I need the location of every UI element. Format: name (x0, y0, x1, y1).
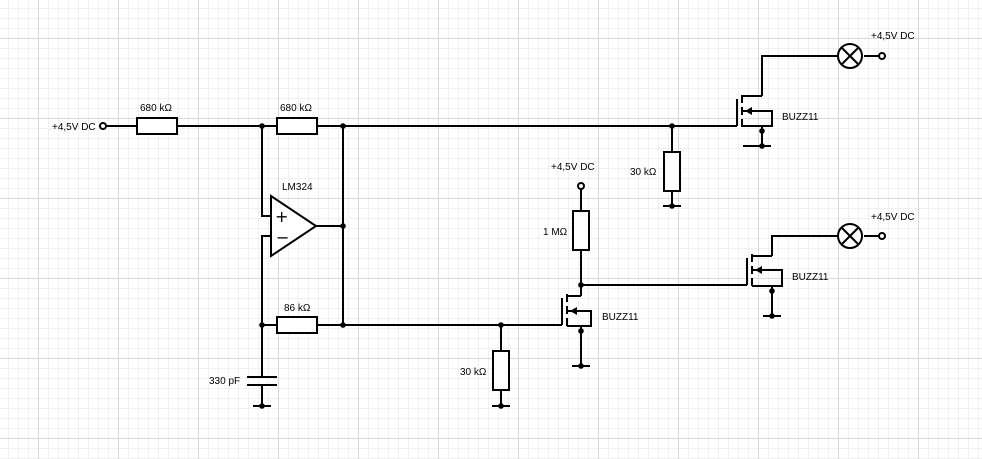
label-r-pulldown-gate3: 30 kΩ (460, 367, 487, 378)
label-r-pullup: 1 MΩ (543, 227, 568, 238)
label-r-feedback-bottom: 86 kΩ (284, 303, 311, 314)
label-opamp: LM324 (282, 182, 313, 193)
label-supply-lamp2: +4,5V DC (871, 212, 915, 223)
label-r-pulldown-gate1: 30 kΩ (630, 167, 657, 178)
mosfet-1 (736, 95, 773, 127)
label-mosfet1: BUZZ11 (782, 112, 819, 123)
terminal-lamp1-supply (878, 52, 886, 60)
label-supply-lamp1: +4,5V DC (871, 31, 915, 42)
lamp-1 (837, 43, 863, 69)
capacitor (247, 376, 277, 386)
resistor-feedback-bottom (276, 316, 318, 334)
terminals (99, 52, 886, 240)
opamp-plus-sign: + (275, 207, 288, 226)
resistor-input (136, 117, 178, 135)
terminal-pullup-supply (577, 182, 585, 190)
label-r-input: 680 kΩ (140, 103, 172, 114)
terminal-input (99, 122, 107, 130)
lamp-2 (837, 223, 863, 249)
mosfet-2 (746, 254, 783, 287)
resistor-pulldown-gate3 (492, 350, 510, 391)
terminal-lamp2-supply (878, 232, 886, 240)
opamp-minus-sign: − (276, 228, 289, 247)
resistor-pullup (572, 210, 590, 251)
opamp-lm324: + − (270, 194, 318, 258)
ground-symbols (253, 145, 781, 407)
label-vin-supply: +4,5V DC (52, 122, 96, 133)
label-r-feedback-top: 680 kΩ (280, 103, 312, 114)
label-supply-pullup: +4,5V DC (551, 162, 595, 173)
resistor-pulldown-gate1 (663, 151, 681, 192)
label-mosfet3: BUZZ11 (602, 312, 639, 323)
junction-dots (259, 123, 775, 409)
label-capacitor: 330 pF (209, 376, 240, 387)
resistor-feedback-top (276, 117, 318, 135)
label-mosfet2: BUZZ11 (792, 272, 829, 283)
mosfet-3 (561, 294, 592, 327)
